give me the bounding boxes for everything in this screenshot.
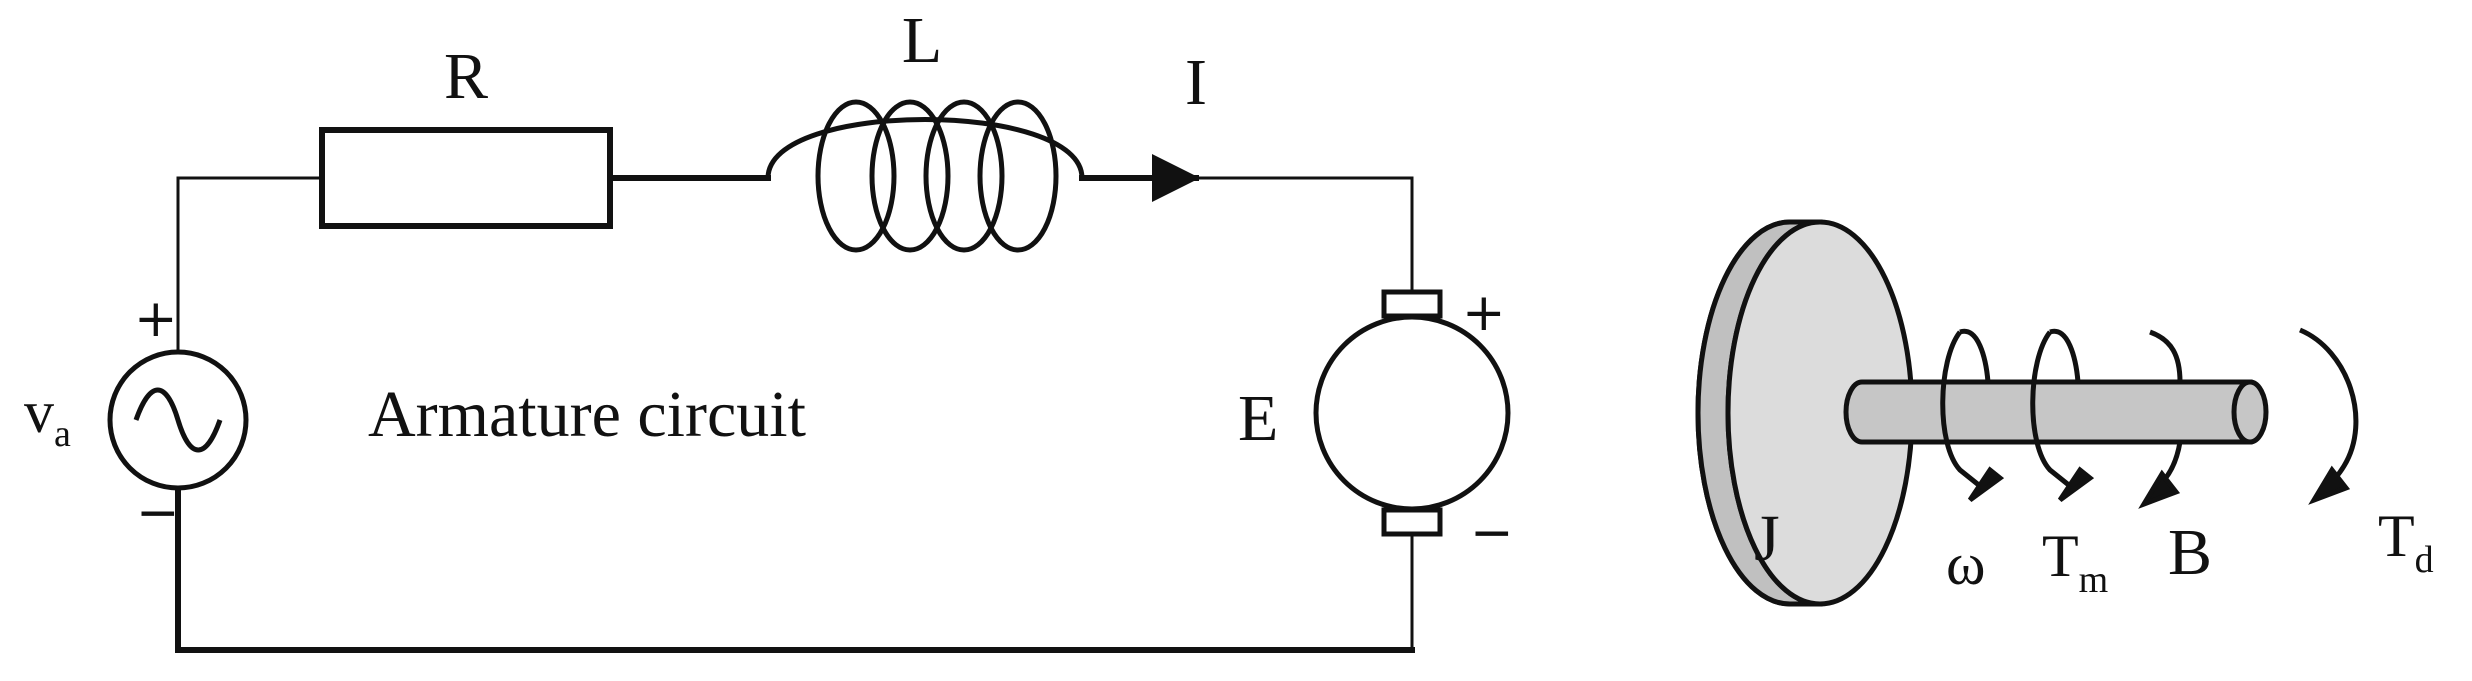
wire-bottom	[175, 485, 1415, 653]
armature-circuit	[175, 175, 1415, 653]
resistor	[319, 127, 613, 229]
speed-arrow-icon	[1940, 328, 2005, 503]
emf-label: E	[1238, 382, 1278, 455]
source-label: va	[24, 379, 71, 455]
motor-armature	[1313, 314, 1511, 512]
resistor-label: R	[444, 40, 488, 113]
motor-torque-arrow-icon	[2030, 328, 2095, 503]
circuit-caption: Armature circuit	[368, 378, 806, 451]
disturbance-torque-arrow-icon	[2299, 327, 2359, 505]
friction-label: B	[2168, 516, 2212, 589]
inductor	[765, 99, 1085, 253]
wire-top-right	[1194, 176, 1414, 298]
motor-plus-sign: +	[1462, 283, 1506, 343]
inductor-label: L	[902, 4, 942, 77]
motor-brush-top	[1381, 289, 1443, 319]
rotation-arrows	[1940, 327, 2359, 509]
motor-brush-bottom	[1381, 507, 1443, 537]
source-minus-sign: −	[136, 483, 180, 543]
motor-emf	[1313, 289, 1511, 537]
motor-torque-label: Tm	[2042, 523, 2108, 601]
voltage-source	[107, 349, 249, 491]
shaft	[1843, 379, 2253, 445]
current-label: I	[1185, 46, 1207, 119]
current-arrow	[1152, 154, 1200, 202]
sine-wave-icon	[133, 387, 223, 453]
speed-label: ω	[1946, 531, 1986, 597]
disturbance-torque-label: Td	[2378, 503, 2434, 581]
mechanical-load	[1695, 219, 2269, 607]
motor-minus-sign: −	[1470, 503, 1514, 563]
friction-arrow-icon	[2138, 329, 2183, 509]
wire-top-left	[176, 176, 324, 354]
shaft-end	[2231, 379, 2269, 445]
source-plus-sign: +	[134, 289, 178, 349]
inertia-label: J	[1754, 502, 1780, 575]
